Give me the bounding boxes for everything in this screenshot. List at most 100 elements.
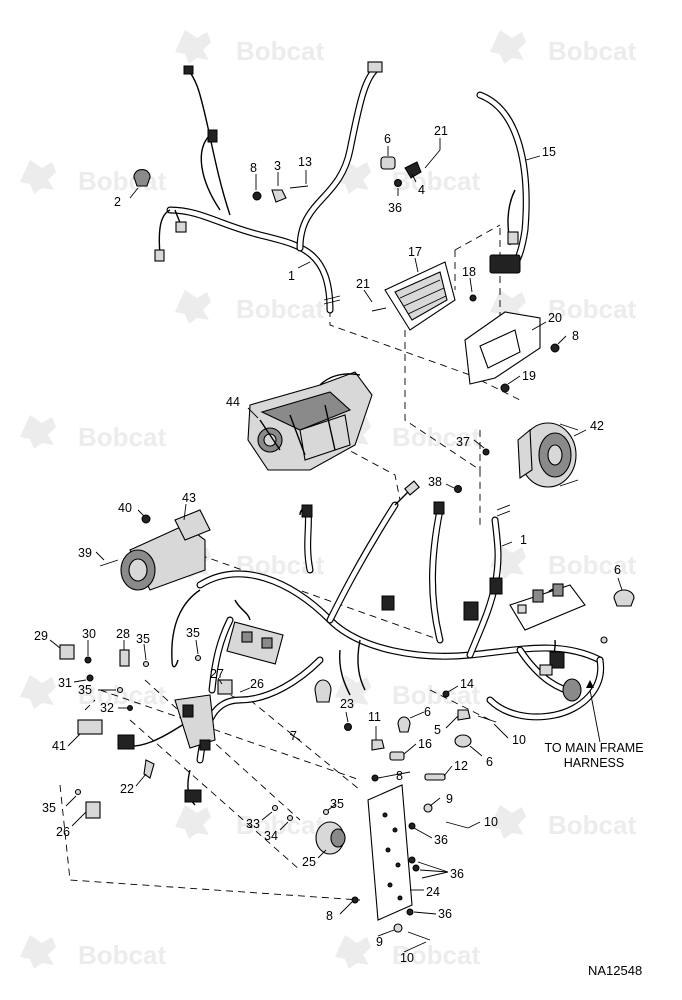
watermark-logo: Bobcat <box>20 160 166 196</box>
nut-36 <box>408 856 416 864</box>
callout-21: 21 <box>434 124 448 138</box>
watermark-logo: Bobcat <box>175 30 324 66</box>
nut-8 <box>252 191 262 201</box>
watermark-text: Bobcat <box>548 550 636 580</box>
clip-6 <box>380 156 396 170</box>
watermark-logo: Bobcat <box>490 805 636 840</box>
watermark-logo: Bobcat <box>175 290 324 324</box>
watermark-logo: Bobcat <box>335 935 480 970</box>
fuse-relay-block <box>226 621 284 665</box>
right-small-parts <box>344 589 635 829</box>
bracket-4 <box>404 161 422 179</box>
watermark-text: Bobcat <box>392 940 480 970</box>
callout-8: 8 <box>250 161 257 175</box>
harness-connector <box>117 734 135 750</box>
callout-35: 35 <box>78 683 92 697</box>
callout-4: 4 <box>418 183 425 197</box>
callout-36: 36 <box>434 833 448 847</box>
callout-15: 15 <box>542 145 556 159</box>
callout-25: 25 <box>302 855 316 869</box>
bracket-28 <box>119 649 130 667</box>
harness-connector <box>404 480 420 496</box>
callout-35: 35 <box>330 797 344 811</box>
callout-35: 35 <box>186 626 200 640</box>
nut-8 <box>371 774 379 782</box>
callout-8: 8 <box>326 909 333 923</box>
clip-11 <box>371 739 385 751</box>
grommet-6 <box>613 589 635 607</box>
screw-35 <box>322 808 330 816</box>
callout-16: 16 <box>418 737 432 751</box>
callout-10: 10 <box>400 951 414 965</box>
nut-32 <box>127 705 133 711</box>
callout-24: 24 <box>426 885 440 899</box>
callout-29: 29 <box>34 629 48 643</box>
arrow-head <box>586 680 594 688</box>
watermark-text: Bobcat <box>392 166 480 196</box>
cable-connector <box>489 254 521 274</box>
callout-11: 11 <box>368 710 381 724</box>
engine-control-module <box>371 261 456 331</box>
callout-31: 31 <box>58 676 72 690</box>
harness-connector <box>175 221 187 233</box>
nut-31 <box>86 674 94 682</box>
callout-22: 22 <box>120 782 134 796</box>
watermark-logo: Bobcat <box>335 160 480 196</box>
screw-37 <box>482 448 490 456</box>
harness-connector <box>549 651 565 669</box>
callout-6: 6 <box>424 705 431 719</box>
harness-connector <box>463 601 479 621</box>
watermark-logo: Bobcat <box>20 675 166 710</box>
engine-assembly-44 <box>247 371 373 471</box>
relay-27 <box>217 679 233 695</box>
spacer-16 <box>389 751 405 761</box>
harness-grommet <box>562 678 582 702</box>
callout-35: 35 <box>136 632 150 646</box>
top-fasteners <box>133 149 441 203</box>
note-line-1: TO MAIN FRAME <box>544 741 643 755</box>
starter-motor-43 <box>99 509 211 591</box>
callout-9: 9 <box>376 935 383 949</box>
watermark-text: Bobcat <box>392 422 480 452</box>
lower-wiring-harness <box>119 480 608 806</box>
clip-5 <box>457 709 471 721</box>
callout-numbers: 1 1 2 3 4 5 6 6 6 6 7 8 8 8 8 9 9 10 10 … <box>34 124 621 965</box>
watermark-text: Bobcat <box>236 294 324 324</box>
callout-26: 26 <box>56 825 70 839</box>
cable-connector <box>507 231 519 245</box>
cable-tie-mount <box>314 679 332 703</box>
relay-and-fuse-area <box>59 621 332 819</box>
nut-23 <box>344 723 352 731</box>
callout-17: 17 <box>408 245 422 259</box>
callout-35: 35 <box>42 801 56 815</box>
callout-36: 36 <box>388 201 402 215</box>
harness-connector <box>183 65 194 75</box>
callout-leaders <box>49 138 623 953</box>
connector-41 <box>77 719 103 735</box>
harness-connector <box>539 664 553 676</box>
harness-terminal <box>600 636 608 644</box>
callout-36: 36 <box>450 867 464 881</box>
upper-wiring-harness <box>154 61 383 314</box>
watermark-logo: Bobcat <box>335 675 480 710</box>
callout-14: 14 <box>460 677 474 691</box>
clamp-6 <box>454 734 472 748</box>
main-frame-harness-note: TO MAIN FRAME HARNESS <box>544 741 643 770</box>
callout-38: 38 <box>428 475 442 489</box>
alternator-42 <box>454 422 579 493</box>
callout-41: 41 <box>52 739 66 753</box>
harness-connector <box>367 61 383 73</box>
nut-36 <box>406 908 414 916</box>
ecu-mounting-bracket <box>464 294 560 393</box>
clip-22 <box>143 759 155 779</box>
callout-40: 40 <box>118 501 132 515</box>
watermark-text: Bobcat <box>78 166 166 196</box>
callout-44: 44 <box>226 395 240 409</box>
relay-26 <box>85 801 101 819</box>
callout-39: 39 <box>78 546 92 560</box>
watermark-text: Bobcat <box>78 940 166 970</box>
mounting-plate-24 <box>271 784 431 941</box>
watermark-text: Bobcat <box>78 422 166 452</box>
callout-10: 10 <box>484 815 498 829</box>
